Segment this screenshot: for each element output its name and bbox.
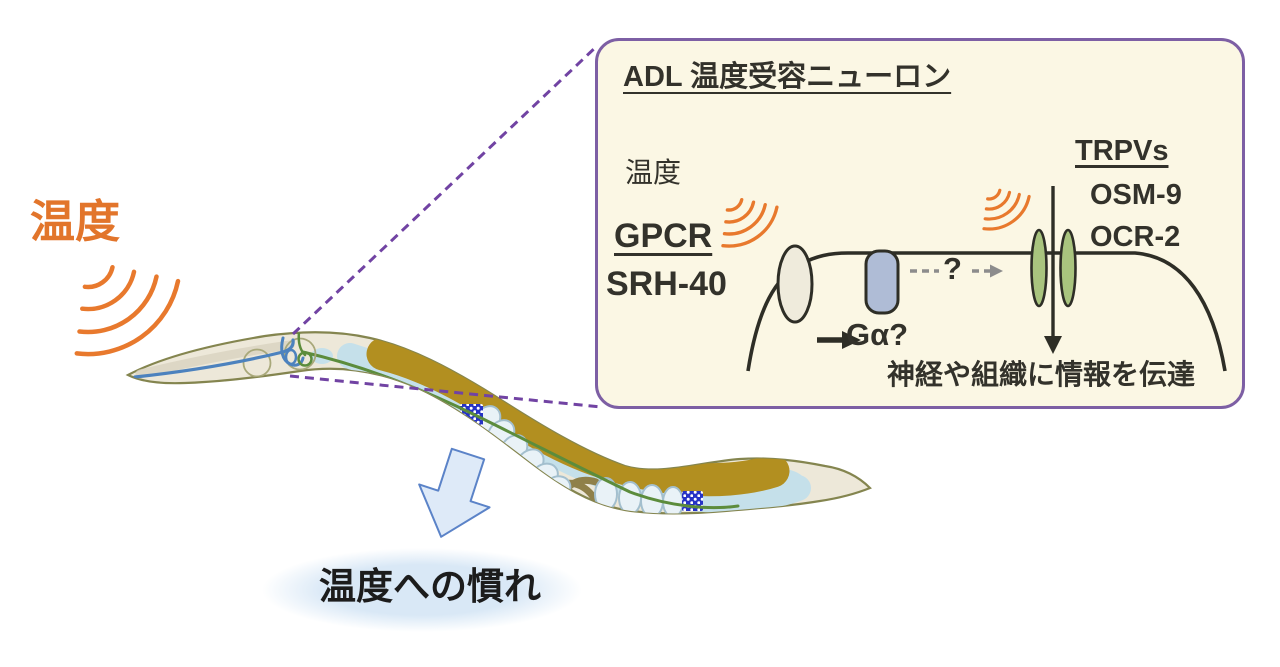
outcome-glow-ellipse <box>262 548 582 632</box>
head-shading <box>135 340 295 379</box>
inset-panel: ADL 温度受容ニューロン 温度 GPCR SRH-40 Gα? ? TRPVs… <box>595 38 1245 409</box>
inset-title: ADL 温度受容ニューロン <box>623 61 952 93</box>
temperature-wave-icon <box>982 188 1031 231</box>
signal-output-label: 神経や組織に情報を伝達 <box>887 359 1196 390</box>
callout-line-bottom <box>289 374 602 409</box>
stimulus-label: 温度 <box>30 196 121 247</box>
callout-line-top <box>291 44 599 336</box>
receptor-family-label: GPCR <box>614 217 713 255</box>
intestine-band <box>366 337 790 497</box>
activation-arrow <box>817 331 861 349</box>
g-protein-shape <box>864 249 900 315</box>
trpv-channel-shape <box>1030 228 1077 308</box>
temperature-wave-icon <box>721 198 779 248</box>
habituation-arrow <box>418 447 491 538</box>
unknown-pathway-arrow <box>910 264 1003 278</box>
callout-lines <box>289 44 602 409</box>
g-protein-label: Gα? <box>846 317 909 352</box>
channel-member-ocr2: OCR-2 <box>1090 221 1181 253</box>
temperature-wave-icon <box>74 264 181 357</box>
receptor-name-label: SRH-40 <box>606 265 727 303</box>
unknown-pathway-label: ? <box>943 251 962 286</box>
signaling-diagram <box>721 186 1227 372</box>
outcome-label: 温度への慣れ <box>319 566 541 607</box>
channel-member-osm9: OSM-9 <box>1090 179 1182 211</box>
cell-membrane-line <box>746 251 1227 372</box>
inset-stimulus-label: 温度 <box>625 157 682 188</box>
gpcr-receptor-shape <box>776 244 814 324</box>
dendrite-line <box>133 338 295 379</box>
neuron-cluster <box>280 332 313 367</box>
signal-output-arrow <box>1044 186 1062 354</box>
channel-family-label: TRPVs <box>1075 135 1169 167</box>
